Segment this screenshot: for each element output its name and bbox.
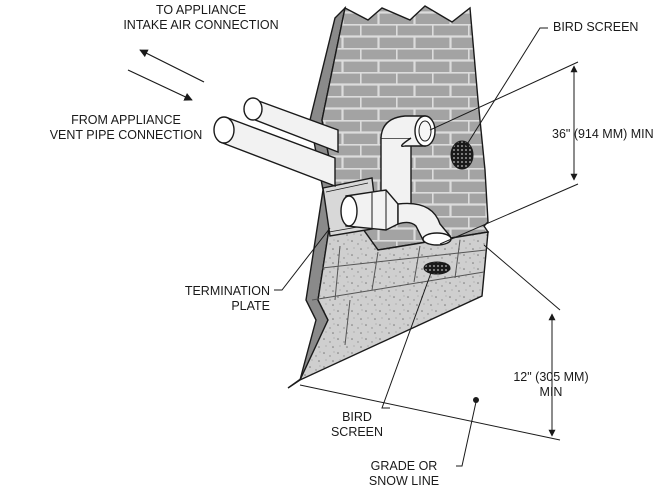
intake-flow-arrow xyxy=(139,49,205,83)
grade-point xyxy=(473,397,479,403)
vent-elbow xyxy=(397,202,452,246)
clearance-36-label: 36" (914 MM) MIN xyxy=(552,127,654,141)
intake-pipe xyxy=(243,97,339,154)
bird-screen-top-label: BIRD SCREEN xyxy=(553,20,639,34)
concrete-foundation xyxy=(298,188,489,382)
intake-label: TO APPLIANCE INTAKE AIR CONNECTION xyxy=(123,3,279,32)
clearance-12-label: 12" (305 MM) MIN xyxy=(513,370,589,399)
vent-tee xyxy=(340,189,399,231)
leader-bird-screen-bottom xyxy=(381,269,433,409)
leader-bird-screen-top xyxy=(465,27,548,147)
termination-plate-label: TERMINATION PLATE xyxy=(184,284,270,313)
leader-grade xyxy=(456,401,477,467)
bird-screen-upper xyxy=(450,140,474,170)
vent-flow-arrow xyxy=(127,69,193,101)
vent-label: FROM APPLIANCE VENT PIPE CONNECTION xyxy=(49,113,203,142)
grade-label: GRADE OR SNOW LINE xyxy=(368,459,440,488)
vent-pipe xyxy=(213,116,336,188)
bird-screen-bottom-label: BIRD SCREEN xyxy=(330,410,384,439)
dimension-12 xyxy=(299,244,561,441)
leader-termination-plate xyxy=(274,227,331,291)
bird-screen-lower xyxy=(423,261,451,275)
dimension-36 xyxy=(429,61,579,245)
